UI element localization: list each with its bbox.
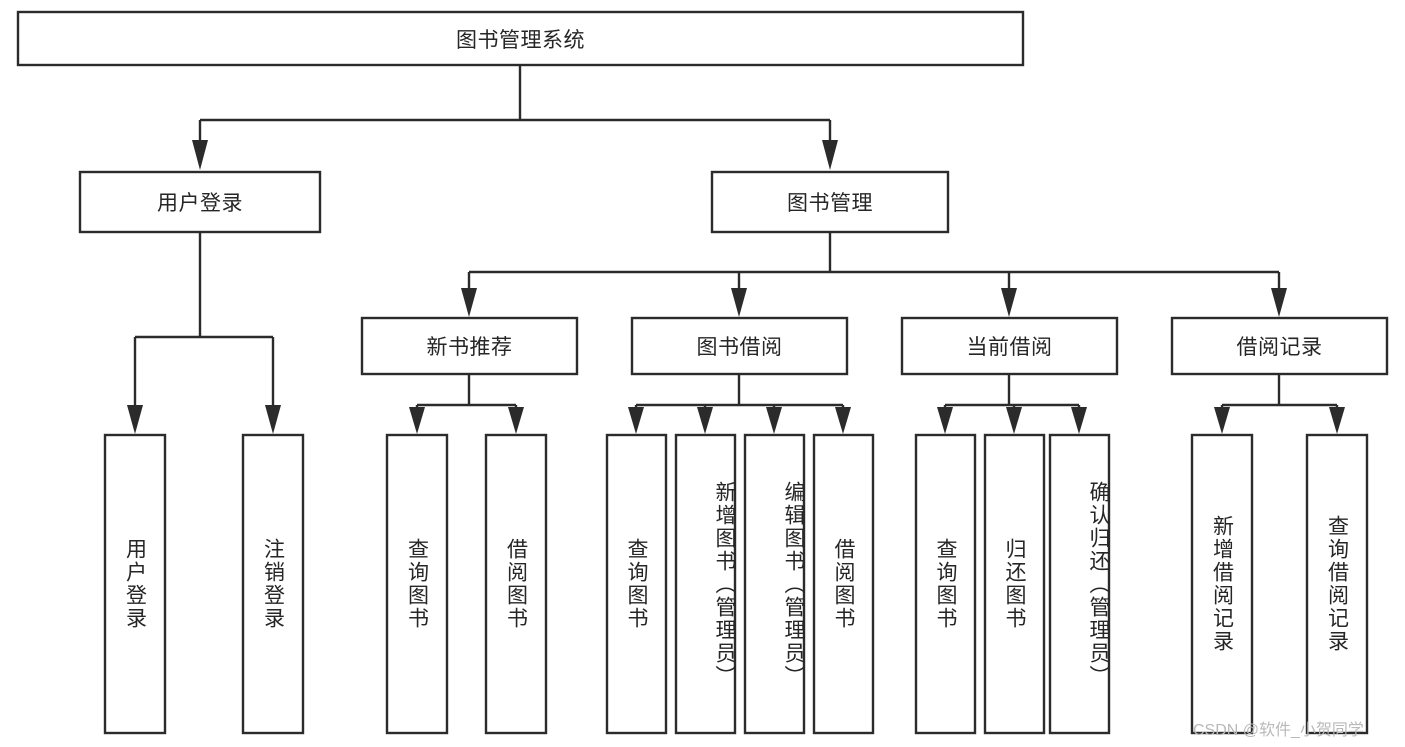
arrow-icon bbox=[1001, 288, 1017, 317]
box-leaf-query-book-1[interactable] bbox=[385, 433, 449, 735]
box-root[interactable] bbox=[16, 10, 1025, 67]
csdn-watermark: CSDN @软件_小贺同学 bbox=[1193, 722, 1364, 739]
label-book-manage: 图书管理 bbox=[787, 192, 873, 215]
arrow-icon bbox=[409, 407, 425, 434]
arrow-icon bbox=[1006, 407, 1022, 434]
arrow-icon bbox=[835, 407, 851, 434]
connector-userlogin-to-leaves bbox=[127, 232, 281, 434]
label-user-login: 用户登录 bbox=[157, 192, 243, 215]
label-leaf-user-login: 用户登录 bbox=[123, 538, 147, 630]
label-leaf-query-record: 查询借阅记录 bbox=[1325, 515, 1349, 653]
arrow-icon bbox=[731, 288, 747, 317]
label-leaf-query-book-2: 查询图书 bbox=[625, 538, 648, 630]
node-boxes-group bbox=[16, 10, 1389, 735]
label-leaf-add-book: 新增图书（管理员） bbox=[713, 480, 736, 688]
arrow-icon bbox=[508, 407, 524, 434]
box-current-borrow[interactable] bbox=[900, 316, 1119, 376]
box-leaf-add-record[interactable] bbox=[1190, 433, 1254, 735]
arrow-icon bbox=[697, 407, 713, 434]
box-leaf-return-book[interactable] bbox=[983, 433, 1046, 735]
arrow-icon bbox=[766, 407, 782, 434]
label-book-borrow: 图书借阅 bbox=[696, 336, 783, 359]
arrow-icon bbox=[127, 405, 143, 434]
box-leaf-add-book[interactable] bbox=[674, 433, 737, 735]
box-leaf-user-login[interactable] bbox=[103, 433, 167, 735]
box-leaf-query-record[interactable] bbox=[1305, 433, 1369, 735]
connector-bookborrow-to-leaves bbox=[628, 374, 851, 434]
connector-currentborrow-to-leaves bbox=[937, 374, 1087, 434]
box-leaf-query-book-3[interactable] bbox=[914, 433, 977, 735]
arrow-icon bbox=[937, 407, 953, 434]
arrow-icon bbox=[265, 405, 281, 434]
label-leaf-borrow-book-2: 借阅图书 bbox=[832, 538, 855, 630]
box-leaf-logout[interactable] bbox=[241, 433, 305, 735]
connector-newbook-to-leaves bbox=[409, 374, 524, 434]
arrow-icon bbox=[461, 288, 477, 317]
label-leaf-logout: 注销登录 bbox=[261, 538, 285, 630]
box-user-login[interactable] bbox=[78, 170, 322, 234]
arrow-icon bbox=[1071, 407, 1087, 434]
label-current-borrow: 当前借阅 bbox=[966, 336, 1053, 359]
connector-bookmanage-to-level3 bbox=[461, 232, 1287, 317]
box-leaf-query-book-2[interactable] bbox=[605, 433, 668, 735]
arrow-icon bbox=[1329, 407, 1345, 434]
label-leaf-borrow-book-1: 借阅图书 bbox=[504, 538, 528, 630]
box-new-book-recommend[interactable] bbox=[360, 316, 579, 376]
label-leaf-edit-book: 编辑图书（管理员） bbox=[782, 480, 805, 688]
box-leaf-borrow-book-1[interactable] bbox=[484, 433, 548, 735]
arrow-icon bbox=[1214, 407, 1230, 434]
box-leaf-borrow-book-2[interactable] bbox=[812, 433, 875, 735]
label-leaf-add-record: 新增借阅记录 bbox=[1210, 515, 1234, 653]
arrow-icon bbox=[822, 140, 838, 170]
box-leaf-confirm-return[interactable] bbox=[1048, 433, 1111, 735]
label-new-book-recommend: 新书推荐 bbox=[426, 336, 513, 359]
label-borrow-record: 借阅记录 bbox=[1236, 336, 1323, 359]
label-leaf-query-book-3: 查询图书 bbox=[934, 538, 957, 630]
box-leaf-edit-book[interactable] bbox=[743, 433, 806, 735]
arrow-icon bbox=[628, 407, 644, 434]
arrow-icon bbox=[192, 140, 208, 170]
connector-borrowrecord-to-leaves bbox=[1214, 374, 1345, 434]
arrow-icon bbox=[1271, 288, 1287, 317]
label-leaf-confirm-return: 确认归还（管理员） bbox=[1087, 480, 1110, 688]
label-root: 图书管理系统 bbox=[456, 28, 585, 52]
label-leaf-return-book: 归还图书 bbox=[1003, 538, 1026, 630]
connector-root-to-level2 bbox=[192, 65, 838, 170]
label-leaf-query-book-1: 查询图书 bbox=[405, 538, 429, 630]
